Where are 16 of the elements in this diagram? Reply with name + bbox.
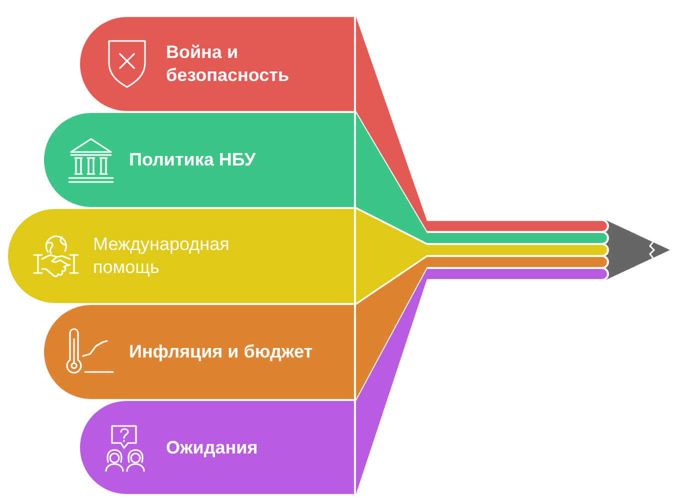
ribbon-connector — [356, 269, 607, 494]
ribbon-connector — [356, 209, 607, 303]
ribbon-connector — [356, 17, 607, 231]
ribbon-connector — [356, 257, 607, 399]
pencil-tip — [605, 220, 671, 280]
category-band — [8, 209, 354, 303]
band-label: Политика НБУ — [129, 148, 256, 172]
band-label: Инфляция и бюджет — [129, 340, 313, 364]
category-band — [44, 305, 354, 399]
category-band — [44, 113, 354, 207]
band-label: Война и безопасность — [166, 41, 290, 87]
band-label: Международная помощь — [93, 233, 230, 279]
category-band — [80, 17, 354, 111]
ribbon-connector — [356, 113, 607, 243]
category-band — [80, 401, 354, 494]
band-label: Ожидания — [166, 436, 258, 459]
